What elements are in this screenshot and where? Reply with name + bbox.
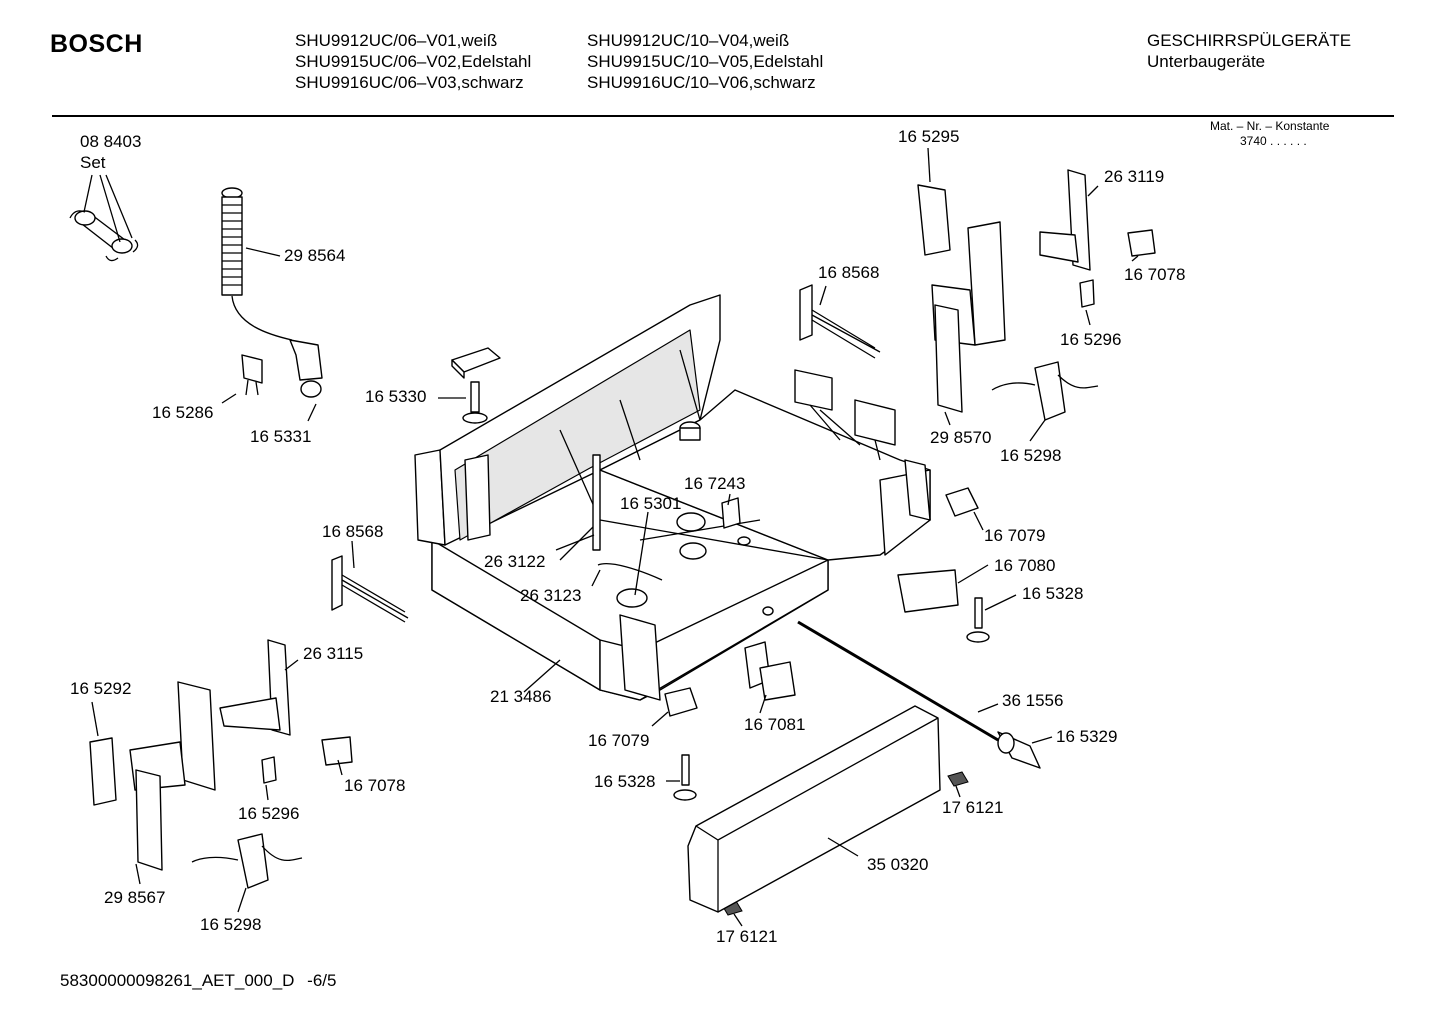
material-constant: Mat. – Nr. – Konstante 3740 . . . . . .	[1210, 119, 1329, 149]
category-title: GESCHIRRSPÜLGERÄTE	[1147, 31, 1352, 50]
hose-set-drawing	[69, 210, 139, 262]
part-label-350320: 35 0320	[867, 855, 928, 874]
part-label-088403: 08 8403	[80, 132, 141, 151]
part-label-165328: 16 5328	[594, 772, 655, 791]
model-entry: SHU9916UC/10–V06,schwarz	[587, 73, 816, 92]
document-id: 58300000098261_AET_000_D	[60, 971, 295, 990]
part-label-263123: 26 3123	[520, 586, 581, 605]
screw-165330-drawing	[451, 347, 501, 424]
front-panel-drawing	[687, 705, 941, 913]
part-label-167078: 16 7078	[1124, 265, 1185, 284]
part-label-165286: 16 5286	[152, 403, 213, 422]
part-label-298567: 29 8567	[104, 888, 165, 907]
part-label-167078: 16 7078	[344, 776, 405, 795]
part-label-213486: 21 3486	[490, 687, 551, 706]
part-label-165298: 16 5298	[1000, 446, 1061, 465]
part-label-168568: 16 8568	[818, 263, 879, 282]
connectors-drawing	[794, 369, 896, 461]
model-entry: SHU9915UC/10–V05,Edelstahl	[587, 52, 824, 71]
part-label-176121: 17 6121	[942, 798, 1003, 817]
part-label-165301: 16 5301	[620, 494, 681, 513]
model-list-left: SHU9912UC/06–V01,weiß SHU9915UC/06–V02,E…	[295, 30, 531, 93]
part-label-165330: 16 5330	[365, 387, 426, 406]
part-label-361556: 36 1556	[1002, 691, 1063, 710]
right-brackets-drawing	[917, 169, 1156, 413]
model-list-right: SHU9912UC/10–V04,weiß SHU9915UC/10–V05,E…	[587, 30, 823, 93]
category-block: GESCHIRRSPÜLGERÄTE Unterbaugeräte	[1147, 30, 1351, 72]
model-entry: SHU9916UC/06–V03,schwarz	[295, 73, 524, 92]
part-label-298570: 29 8570	[930, 428, 991, 447]
part-label-167243: 16 7243	[684, 474, 745, 493]
part-label-176121: 17 6121	[716, 927, 777, 946]
part-label-167079: 16 7079	[588, 731, 649, 750]
subcategory-title: Unterbaugeräte	[1147, 52, 1266, 71]
switch-right-drawing	[991, 361, 1099, 421]
leader-lines	[83, 147, 1139, 927]
model-entry: SHU9912UC/10–V04,weiß	[587, 31, 790, 50]
part-label-168568: 16 8568	[322, 522, 383, 541]
part-label-167080: 16 7080	[994, 556, 1055, 575]
central-parts-drawing	[597, 497, 741, 608]
drain-hose-drawing	[221, 187, 323, 398]
switch-left-drawing	[191, 833, 303, 889]
part-label-263115: 26 3115	[303, 644, 363, 663]
clip-165286-drawing	[241, 354, 263, 396]
document-footer: 58300000098261_AET_000_D -6/5	[60, 971, 336, 991]
base-frame-drawing	[414, 294, 931, 701]
part-label-167079: 16 7079	[984, 526, 1045, 545]
part-label-165331: 16 5331	[250, 427, 311, 446]
part-label-165292: 16 5292	[70, 679, 131, 698]
header-rule	[52, 115, 1394, 117]
part-label-263122: 26 3122	[484, 552, 545, 571]
model-entry: SHU9912UC/06–V01,weiß	[295, 31, 498, 50]
part-label-167081: 16 7081	[744, 715, 805, 734]
part-label-298564: 29 8564	[284, 246, 345, 265]
part-label-263119: 26 3119	[1104, 167, 1164, 186]
part-label-set: Set	[80, 153, 106, 172]
part-label-165296: 16 5296	[1060, 330, 1121, 349]
springs-drawing	[331, 284, 881, 623]
material-constant-label: Mat. – Nr. – Konstante	[1210, 119, 1330, 133]
left-brackets-drawing	[89, 639, 353, 871]
brackets-lower-drawing	[664, 487, 979, 717]
brand-logo: BOSCH	[50, 30, 143, 58]
part-label-165295: 16 5295	[898, 127, 959, 146]
material-constant-value: 3740 . . . . . .	[1240, 134, 1307, 148]
part-label-165296: 16 5296	[238, 804, 299, 823]
part-label-165329: 16 5329	[1056, 727, 1117, 746]
part-label-165328: 16 5328	[1022, 584, 1083, 603]
model-entry: SHU9915UC/06–V02,Edelstahl	[295, 52, 532, 71]
part-labels: 08 8403 Set 29 8564 16 5286 16 5331 16 5…	[70, 127, 1185, 946]
rod-and-knob-drawing	[797, 620, 1041, 769]
part-label-165298: 16 5298	[200, 915, 261, 934]
page-number: -6/5	[307, 971, 337, 990]
